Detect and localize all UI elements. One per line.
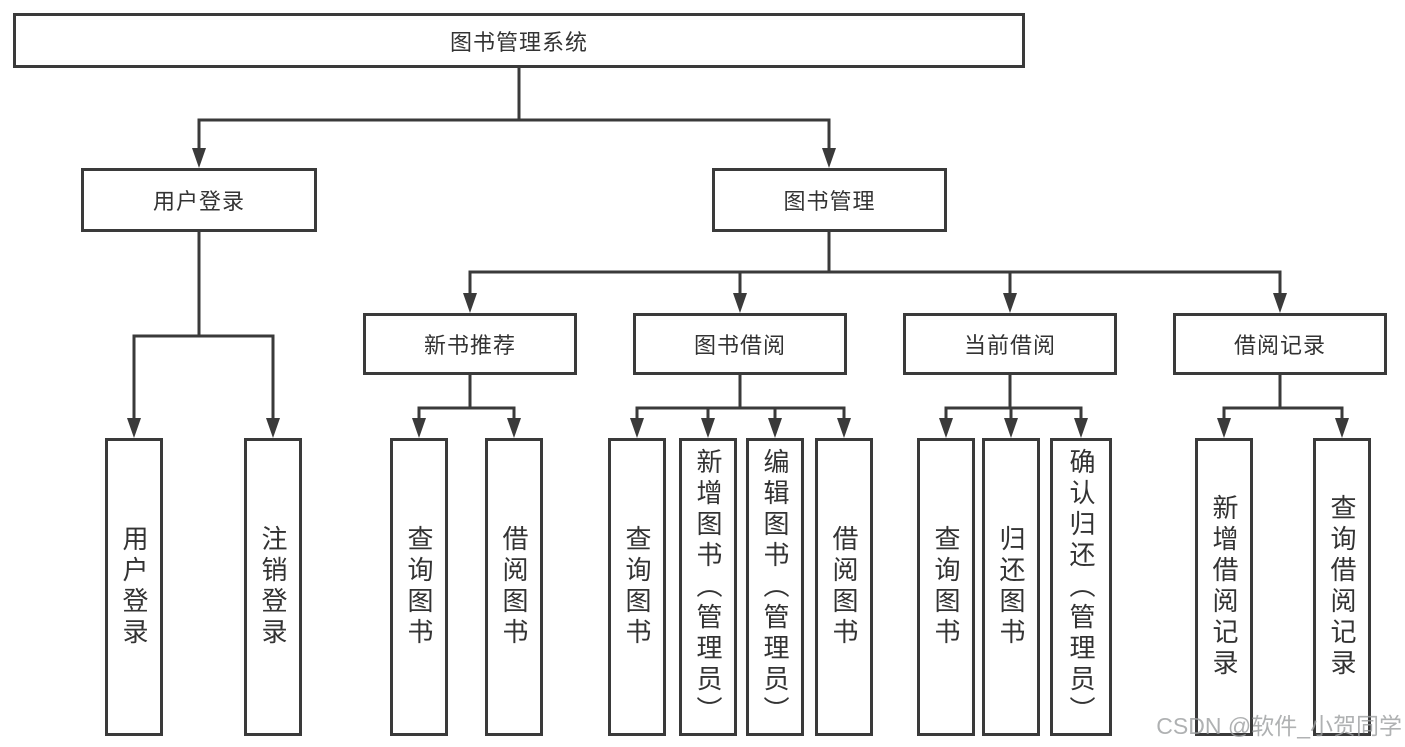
- leaf-current-return-label: 归还图书: [996, 525, 1026, 649]
- node-book-mgmt-branch: 图书管理: [712, 168, 947, 232]
- leaf-current-query-label: 查询图书: [931, 525, 961, 649]
- node-user-login-branch-label: 用户登录: [152, 189, 245, 214]
- leaf-borrowing-query-label: 查询图书: [622, 525, 652, 649]
- leaf-records-add: 新增借阅记录: [1195, 438, 1253, 736]
- leaf-newbooks-query: 查询图书: [390, 438, 448, 736]
- leaf-records-query-label: 查询借阅记录: [1327, 494, 1357, 680]
- leaf-borrowing-edit-label: 编辑图书（管理员）: [760, 447, 790, 727]
- node-borrowing-label: 图书借阅: [693, 333, 786, 358]
- leaf-current-confirm-return-label: 确认归还（管理员）: [1066, 447, 1096, 727]
- leaf-current-confirm-return: 确认归还（管理员）: [1050, 438, 1112, 736]
- leaf-borrowing-edit: 编辑图书（管理员）: [746, 438, 804, 736]
- csdn-watermark: CSDN @软件_小贺同学: [1156, 713, 1402, 739]
- leaf-user-login: 用户登录: [105, 438, 163, 736]
- node-current-borrow-label: 当前借阅: [963, 333, 1056, 358]
- leaf-borrowing-borrow-label: 借阅图书: [829, 525, 859, 649]
- leaf-logout: 注销登录: [244, 438, 302, 736]
- leaf-current-return: 归还图书: [982, 438, 1040, 736]
- leaf-current-query: 查询图书: [917, 438, 975, 736]
- node-new-books: 新书推荐: [363, 313, 577, 375]
- node-user-login-branch: 用户登录: [81, 168, 317, 232]
- node-root: 图书管理系统: [13, 13, 1025, 68]
- leaf-borrowing-query: 查询图书: [608, 438, 666, 736]
- node-root-label: 图书管理系统: [449, 29, 588, 55]
- leaf-records-query: 查询借阅记录: [1313, 438, 1371, 736]
- leaf-borrowing-add: 新增图书（管理员）: [679, 438, 737, 736]
- leaf-newbooks-borrow: 借阅图书: [485, 438, 543, 736]
- node-new-books-label: 新书推荐: [423, 333, 516, 358]
- node-records: 借阅记录: [1173, 313, 1387, 375]
- leaf-newbooks-borrow-label: 借阅图书: [499, 525, 529, 649]
- node-borrowing: 图书借阅: [633, 313, 847, 375]
- leaf-borrowing-add-label: 新增图书（管理员）: [693, 447, 723, 727]
- node-book-mgmt-branch-label: 图书管理: [783, 189, 876, 214]
- leaf-logout-label: 注销登录: [258, 525, 288, 649]
- leaf-newbooks-query-label: 查询图书: [404, 525, 434, 649]
- node-current-borrow: 当前借阅: [903, 313, 1117, 375]
- leaf-user-login-label: 用户登录: [119, 525, 149, 649]
- arrowheads: [127, 148, 1349, 438]
- leaf-borrowing-borrow: 借阅图书: [815, 438, 873, 736]
- leaf-records-add-label: 新增借阅记录: [1209, 494, 1239, 680]
- node-records-label: 借阅记录: [1233, 333, 1326, 358]
